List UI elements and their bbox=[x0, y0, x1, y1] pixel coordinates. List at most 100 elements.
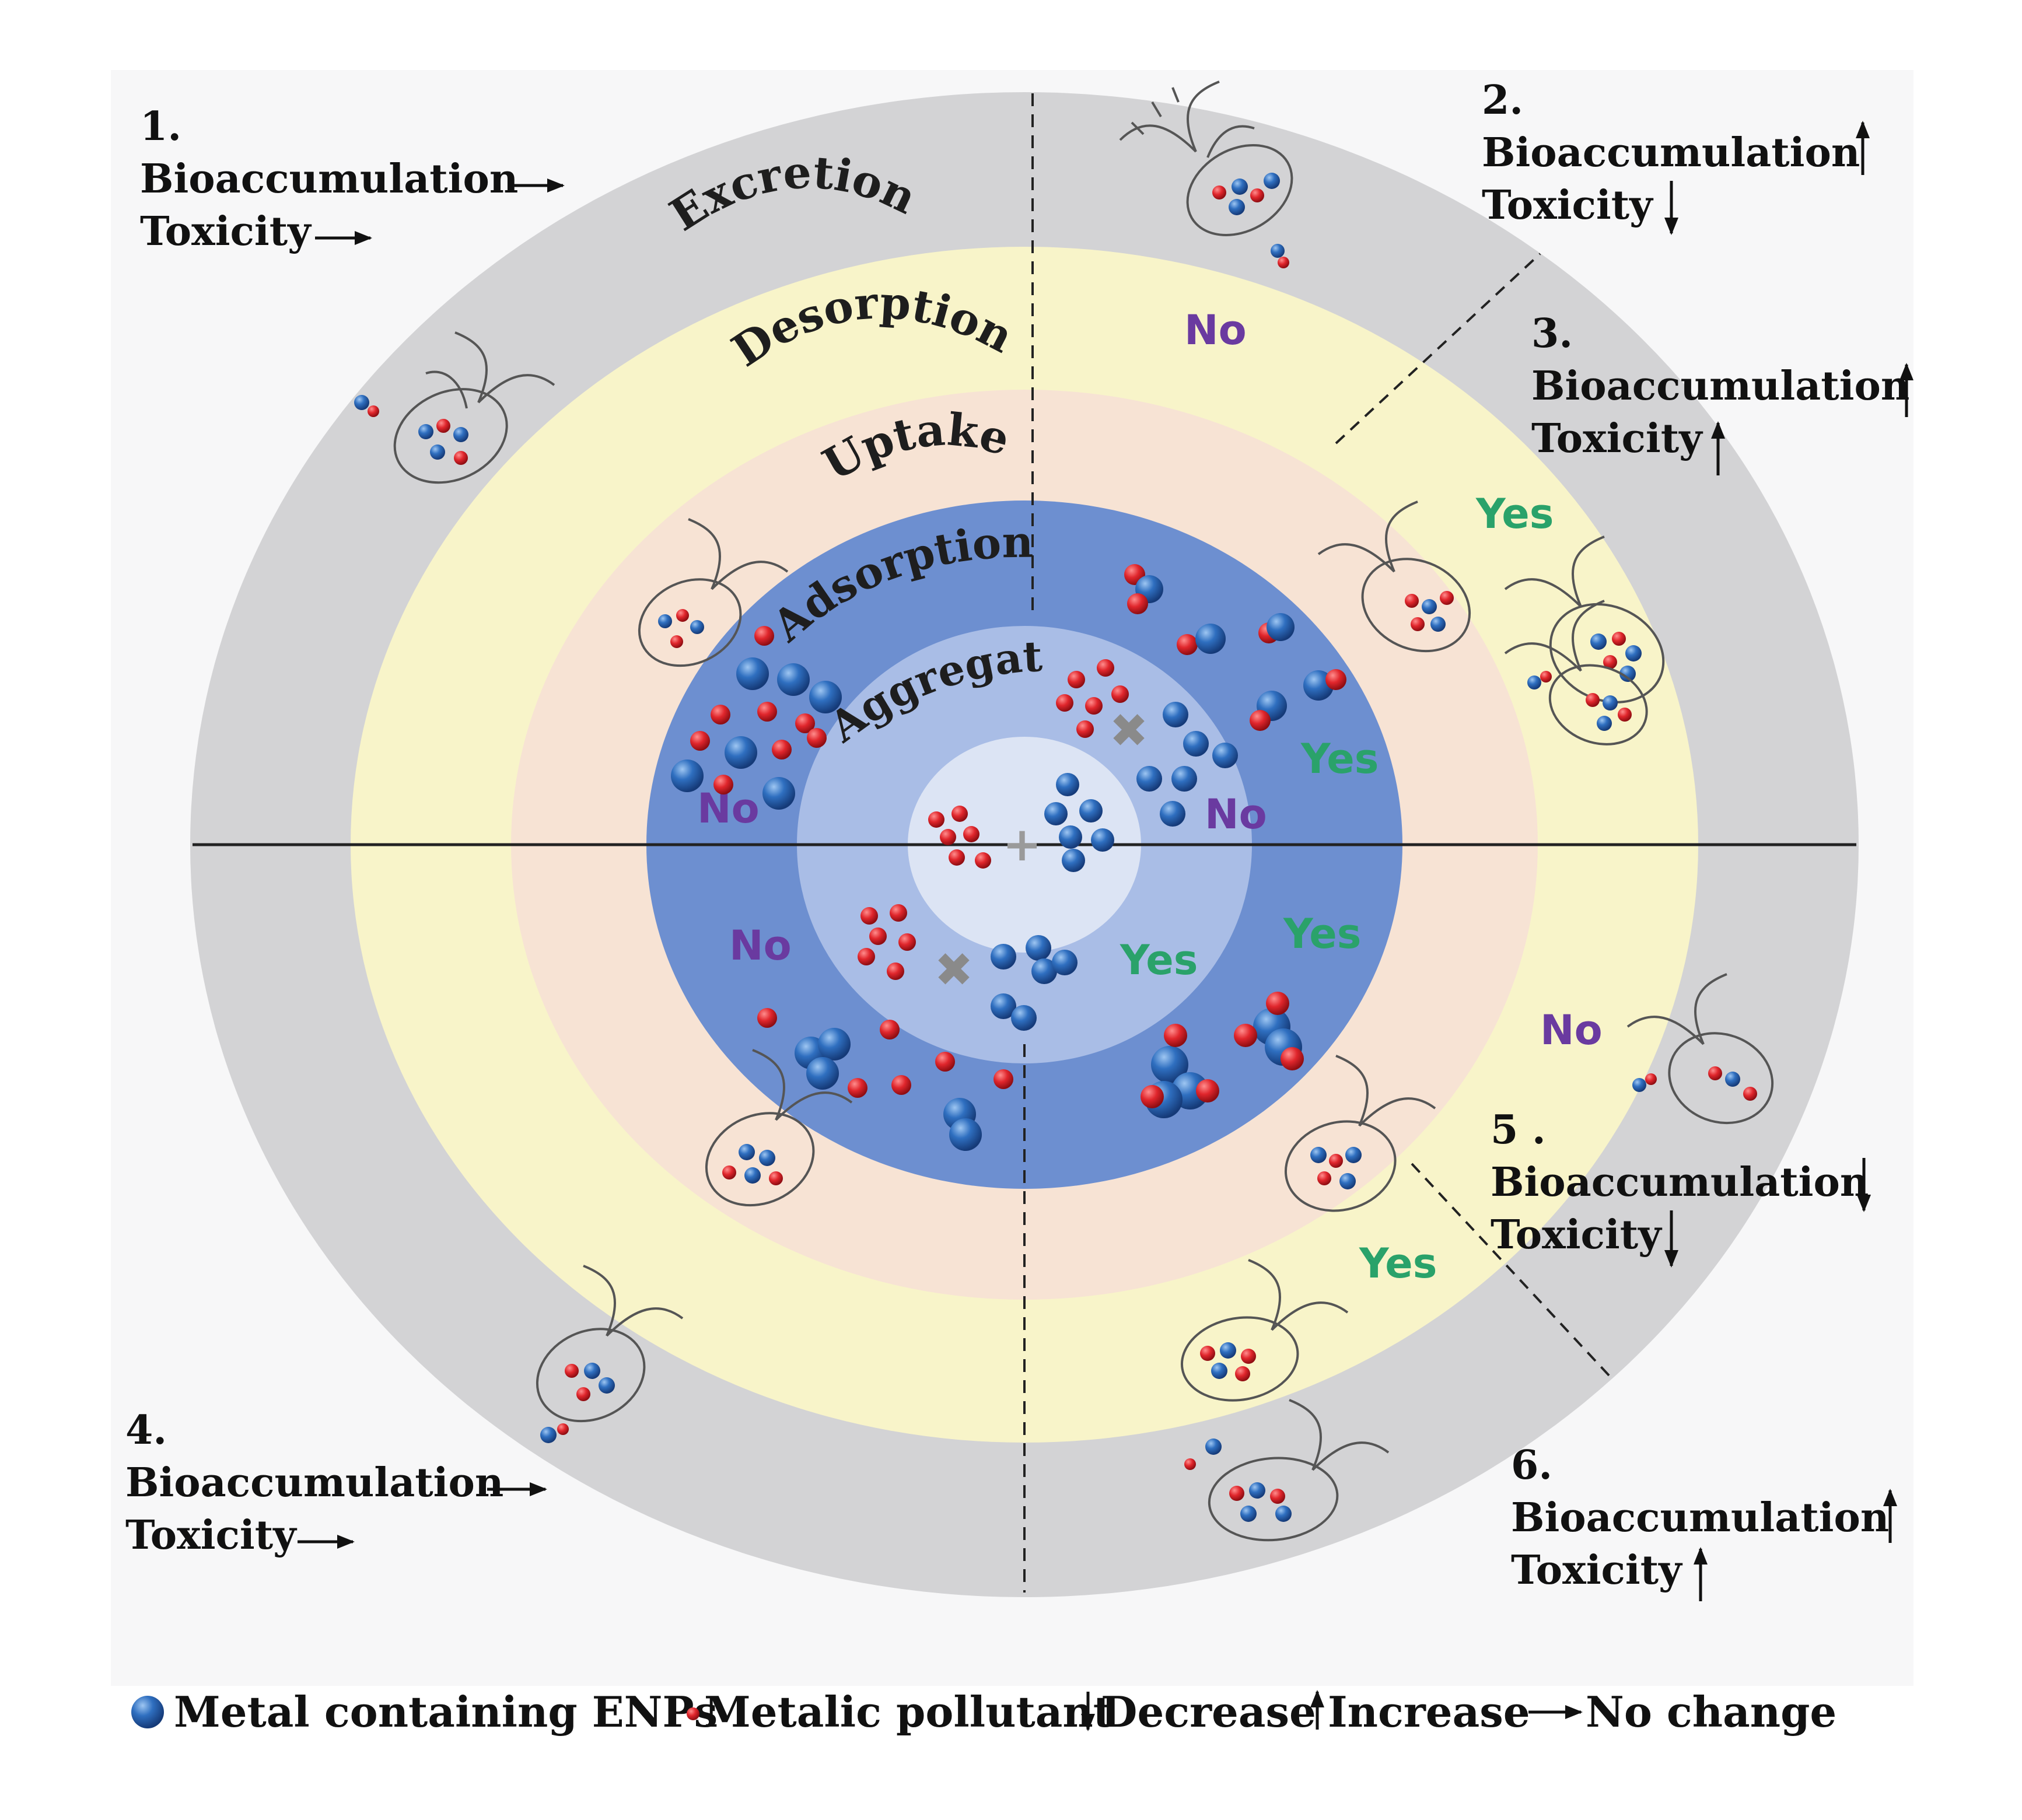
pollutant-particle bbox=[1281, 1047, 1304, 1070]
pollutant-particle bbox=[1266, 992, 1289, 1015]
pollutant-particle bbox=[1234, 1024, 1257, 1047]
outcome-5-bioaccumulation: Bioaccumulation bbox=[1491, 1159, 1869, 1206]
enp-particle bbox=[1195, 624, 1226, 654]
diagonal-divider-upper bbox=[1335, 253, 1541, 444]
answer-no-desorption-top: No bbox=[1184, 306, 1247, 354]
pollutant-particle bbox=[858, 948, 875, 965]
answer-no-adsorption-lower-left: No bbox=[729, 922, 792, 970]
daphnia-icon bbox=[1284, 1055, 1436, 1212]
pollutant-particle bbox=[772, 740, 792, 760]
outcome-3-bioaccumulation: Bioaccumulation bbox=[1531, 363, 1909, 410]
daphnia-icon bbox=[1180, 1259, 1349, 1402]
cross-icon: ✖ bbox=[1109, 704, 1148, 758]
pollutant-particle bbox=[1250, 710, 1271, 731]
pollutant-particle bbox=[940, 829, 956, 845]
pollutant-particle bbox=[1325, 669, 1346, 690]
outcome-5-toxicity: Toxicity bbox=[1491, 1212, 1663, 1258]
outcome-5: 5 . Bioaccumulation Toxicity bbox=[1491, 1107, 1871, 1268]
enp-particle bbox=[762, 777, 795, 810]
cross-icon: ✖ bbox=[934, 943, 973, 997]
daphnia-icon bbox=[1317, 501, 1471, 653]
pollutant-particle bbox=[711, 705, 730, 724]
plus-icon: + bbox=[1002, 817, 1041, 872]
legend-enp: Metal containing ENPs bbox=[174, 1687, 718, 1737]
outcome-1: 1. Bioaccumulation Toxicity bbox=[140, 103, 565, 255]
outcome-4-number: 4. bbox=[125, 1407, 167, 1454]
outcome-6: 6. Bioaccumulation Toxicity bbox=[1511, 1442, 1897, 1601]
enp-particle bbox=[806, 1057, 839, 1090]
pollutant-particle bbox=[928, 811, 944, 828]
enp-particle bbox=[818, 1028, 851, 1060]
legend-pollutant: Metalic pollutant bbox=[704, 1687, 1113, 1737]
outcome-4: 4. Bioaccumulation Toxicity bbox=[125, 1407, 547, 1559]
pollutant-particle bbox=[1111, 685, 1129, 703]
enp-particle bbox=[1062, 849, 1085, 872]
adsorption-clusters bbox=[671, 564, 1346, 1151]
pollutant-particle bbox=[690, 731, 710, 751]
enp-particle bbox=[1212, 743, 1238, 768]
outcome-6-number: 6. bbox=[1511, 1442, 1552, 1489]
answer-yes-adsorption-right: Yes bbox=[1300, 735, 1379, 783]
pollutant-particle bbox=[1056, 694, 1073, 712]
daphnia-icon bbox=[638, 518, 789, 667]
outcome-1-bioaccumulation: Bioaccumulation bbox=[140, 156, 518, 202]
answer-yes-adsorption-lower-right: Yes bbox=[1283, 910, 1361, 958]
outcome-6-bioaccumulation: Bioaccumulation bbox=[1511, 1494, 1889, 1541]
pollutant-particle bbox=[951, 806, 968, 822]
pollutant-particle bbox=[807, 728, 827, 748]
answer-yes-aggregate-lower: Yes bbox=[1120, 936, 1198, 984]
outcome-1-toxicity: Toxicity bbox=[140, 208, 312, 255]
enp-particle bbox=[809, 681, 842, 713]
enp-particle bbox=[725, 736, 757, 769]
outcome-2-bioaccumulation: Bioaccumulation bbox=[1482, 130, 1860, 176]
legend-no-change: No change bbox=[1586, 1687, 1836, 1737]
enp-particle bbox=[1151, 1046, 1188, 1083]
pollutant-particle bbox=[713, 775, 733, 794]
daphnia-icon bbox=[536, 1265, 684, 1443]
pollutant-particle bbox=[757, 1008, 777, 1028]
enp-particle bbox=[1079, 799, 1103, 822]
outcome-4-bioaccumulation: Bioaccumulation bbox=[125, 1460, 503, 1506]
pollutant-particle bbox=[1097, 659, 1114, 677]
enp-particle bbox=[1059, 825, 1082, 849]
diagonal-divider-lower bbox=[1411, 1163, 1611, 1378]
pollutant-particle bbox=[795, 713, 815, 733]
pollutant-particle bbox=[975, 852, 991, 869]
outcome-3: 3. Bioaccumulation Toxicity bbox=[1531, 310, 1913, 475]
daphnia-icon bbox=[705, 1049, 853, 1207]
enp-particle bbox=[777, 663, 810, 696]
legend-decrease: Decrease bbox=[1101, 1687, 1316, 1737]
enp-particle bbox=[991, 944, 1016, 970]
pollutant-particle bbox=[1196, 1079, 1219, 1102]
enp-particle bbox=[1136, 766, 1162, 792]
daphnia-icon bbox=[1626, 973, 1774, 1125]
pollutant-particle bbox=[869, 928, 887, 945]
enp-particle bbox=[1052, 950, 1078, 975]
answer-no-desorption-lower-right: No bbox=[1540, 1006, 1603, 1054]
center-cluster: + bbox=[928, 773, 1114, 872]
pollutant-particle bbox=[880, 1020, 900, 1040]
enp-particle bbox=[1160, 801, 1185, 827]
answer-yes-desorption-right: Yes bbox=[1475, 490, 1554, 538]
pollutant-particle bbox=[935, 1052, 955, 1072]
pollutant-particle bbox=[898, 933, 916, 951]
pollutant-particle bbox=[1164, 1024, 1187, 1047]
pollutant-particle bbox=[754, 626, 774, 646]
outcome-2-number: 2. bbox=[1482, 77, 1523, 124]
outcome-1-number: 1. bbox=[140, 103, 181, 150]
daphnia-icon bbox=[1504, 600, 1648, 746]
enp-legend-icon bbox=[131, 1696, 164, 1728]
enp-particle bbox=[1044, 802, 1068, 825]
organisms bbox=[354, 80, 1774, 1542]
enp-particle bbox=[991, 993, 1016, 1019]
enp-particle bbox=[1011, 1005, 1037, 1031]
daphnia-icon bbox=[354, 331, 555, 484]
outcome-3-toxicity: Toxicity bbox=[1531, 415, 1703, 462]
enp-particle bbox=[1091, 828, 1114, 852]
pollutant-particle bbox=[1141, 1085, 1164, 1108]
enp-particle bbox=[671, 760, 704, 792]
outcome-6-toxicity: Toxicity bbox=[1511, 1547, 1683, 1594]
pollutant-particle bbox=[757, 702, 777, 722]
enp-particle bbox=[1267, 613, 1295, 641]
